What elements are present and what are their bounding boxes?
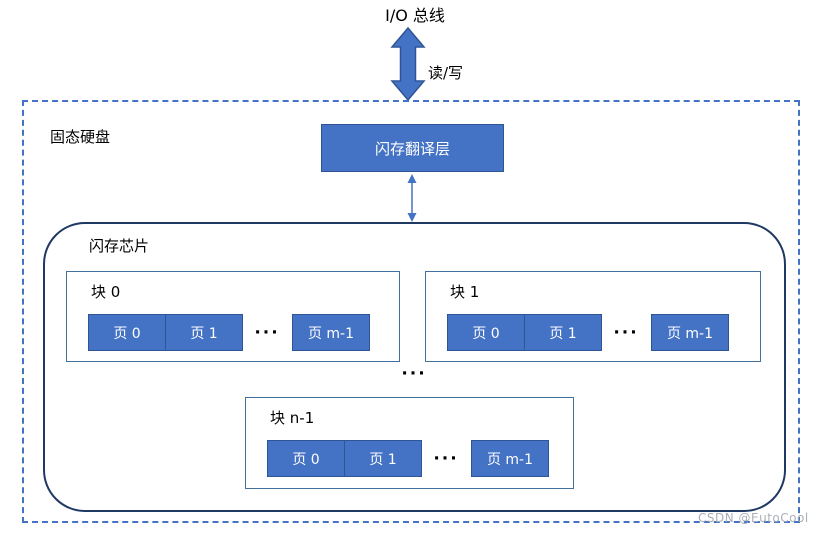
ssd-label: 固态硬盘 xyxy=(50,128,111,146)
page-box: 页 m-1 xyxy=(651,314,729,351)
block-0: 块 0 页 0 页 1 ··· 页 m-1 xyxy=(66,271,400,362)
page-box: 页 0 xyxy=(447,314,525,351)
block-0-pages-row: 页 0 页 1 ··· 页 m-1 xyxy=(88,314,370,351)
pages-ellipsis: ··· xyxy=(254,322,280,343)
page-box: 页 0 xyxy=(267,440,345,477)
page-box: 页 0 xyxy=(88,314,166,351)
read-write-label: 读/写 xyxy=(428,64,464,82)
block-1: 块 1 页 0 页 1 ··· 页 m-1 xyxy=(425,271,761,362)
io-bus-double-arrow-icon xyxy=(390,27,426,101)
page-box: 页 m-1 xyxy=(292,314,370,351)
block-n-1: 块 n-1 页 0 页 1 ··· 页 m-1 xyxy=(245,397,574,489)
pages-ellipsis: ··· xyxy=(433,448,459,469)
block-1-label: 块 1 xyxy=(450,283,480,301)
io-bus-label: I/O 总线 xyxy=(385,6,445,25)
page-box: 页 m-1 xyxy=(471,440,549,477)
page-box: 页 1 xyxy=(524,314,602,351)
csdn-watermark: CSDN @EutoCool xyxy=(698,511,809,525)
block-n-1-pages-row: 页 0 页 1 ··· 页 m-1 xyxy=(267,440,549,477)
block-0-label: 块 0 xyxy=(91,283,121,301)
pages-ellipsis: ··· xyxy=(613,322,639,343)
block-n-1-label: 块 n-1 xyxy=(270,409,315,427)
flash-chip-container: 闪存芯片 块 0 页 0 页 1 ··· 页 m-1 块 1 页 0 页 1 ·… xyxy=(43,222,786,512)
block-1-pages-row: 页 0 页 1 ··· 页 m-1 xyxy=(447,314,729,351)
flash-translation-layer-box: 闪存翻译层 xyxy=(321,124,504,172)
ftl-chip-double-arrow-icon xyxy=(407,174,417,222)
blocks-row-ellipsis: ··· xyxy=(401,364,427,384)
ssd-dashed-container: 固态硬盘 闪存翻译层 闪存芯片 块 0 页 0 页 1 ··· 页 m-1 块 … xyxy=(22,100,800,523)
page-box: 页 1 xyxy=(344,440,422,477)
flash-chip-label: 闪存芯片 xyxy=(89,237,150,255)
page-box: 页 1 xyxy=(165,314,243,351)
